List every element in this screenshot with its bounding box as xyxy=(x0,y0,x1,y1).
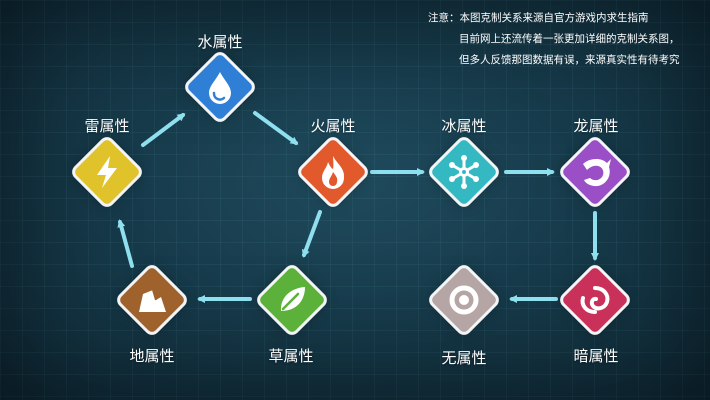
arrow-fire-to-grass xyxy=(301,210,322,258)
label-water: 水属性 xyxy=(197,33,243,51)
label-none: 无属性 xyxy=(441,349,487,367)
node-dragon xyxy=(561,138,629,206)
dragon-head-icon xyxy=(583,158,611,187)
node-fire xyxy=(299,138,367,206)
lightning-icon xyxy=(97,156,117,188)
label-dragon: 龙属性 xyxy=(573,117,619,135)
note-line-1: 注意：本图克制关系来源自官方游戏内求生指南 xyxy=(428,12,649,24)
node-thunder xyxy=(73,138,141,206)
flame-icon xyxy=(322,156,345,189)
label-thunder: 雷属性 xyxy=(84,117,130,135)
source-note: 注意：本图克制关系来源自官方游戏内求生指南 目前网上还流传着一张更加详细的克制关… xyxy=(428,8,708,71)
label-grass: 草属性 xyxy=(268,347,314,365)
label-ice: 冰属性 xyxy=(441,117,487,135)
water-drop-icon xyxy=(209,72,231,104)
label-dark: 暗属性 xyxy=(573,347,619,365)
note-line-2: 目前网上还流传着一张更加详细的克制关系图， xyxy=(459,33,680,45)
swirl-icon xyxy=(580,286,610,314)
label-fire: 火属性 xyxy=(310,117,356,135)
note-line-3: 但多人反馈那图数据有误，来源真实性有待考究 xyxy=(459,54,680,66)
node-water xyxy=(186,53,254,121)
ring-icon xyxy=(449,285,479,315)
arrow-thunder-to-water xyxy=(141,113,186,147)
arrow-water-to-fire xyxy=(253,111,299,145)
rock-icon xyxy=(139,289,166,312)
node-earth xyxy=(118,266,186,334)
node-grass xyxy=(258,266,326,334)
leaf-icon xyxy=(280,287,305,311)
node-dark xyxy=(561,266,629,334)
label-earth: 地属性 xyxy=(129,347,175,365)
arrow-earth-to-thunder xyxy=(117,219,134,268)
snowflake-icon xyxy=(449,155,479,189)
node-ice xyxy=(430,138,498,206)
node-none xyxy=(430,266,498,334)
